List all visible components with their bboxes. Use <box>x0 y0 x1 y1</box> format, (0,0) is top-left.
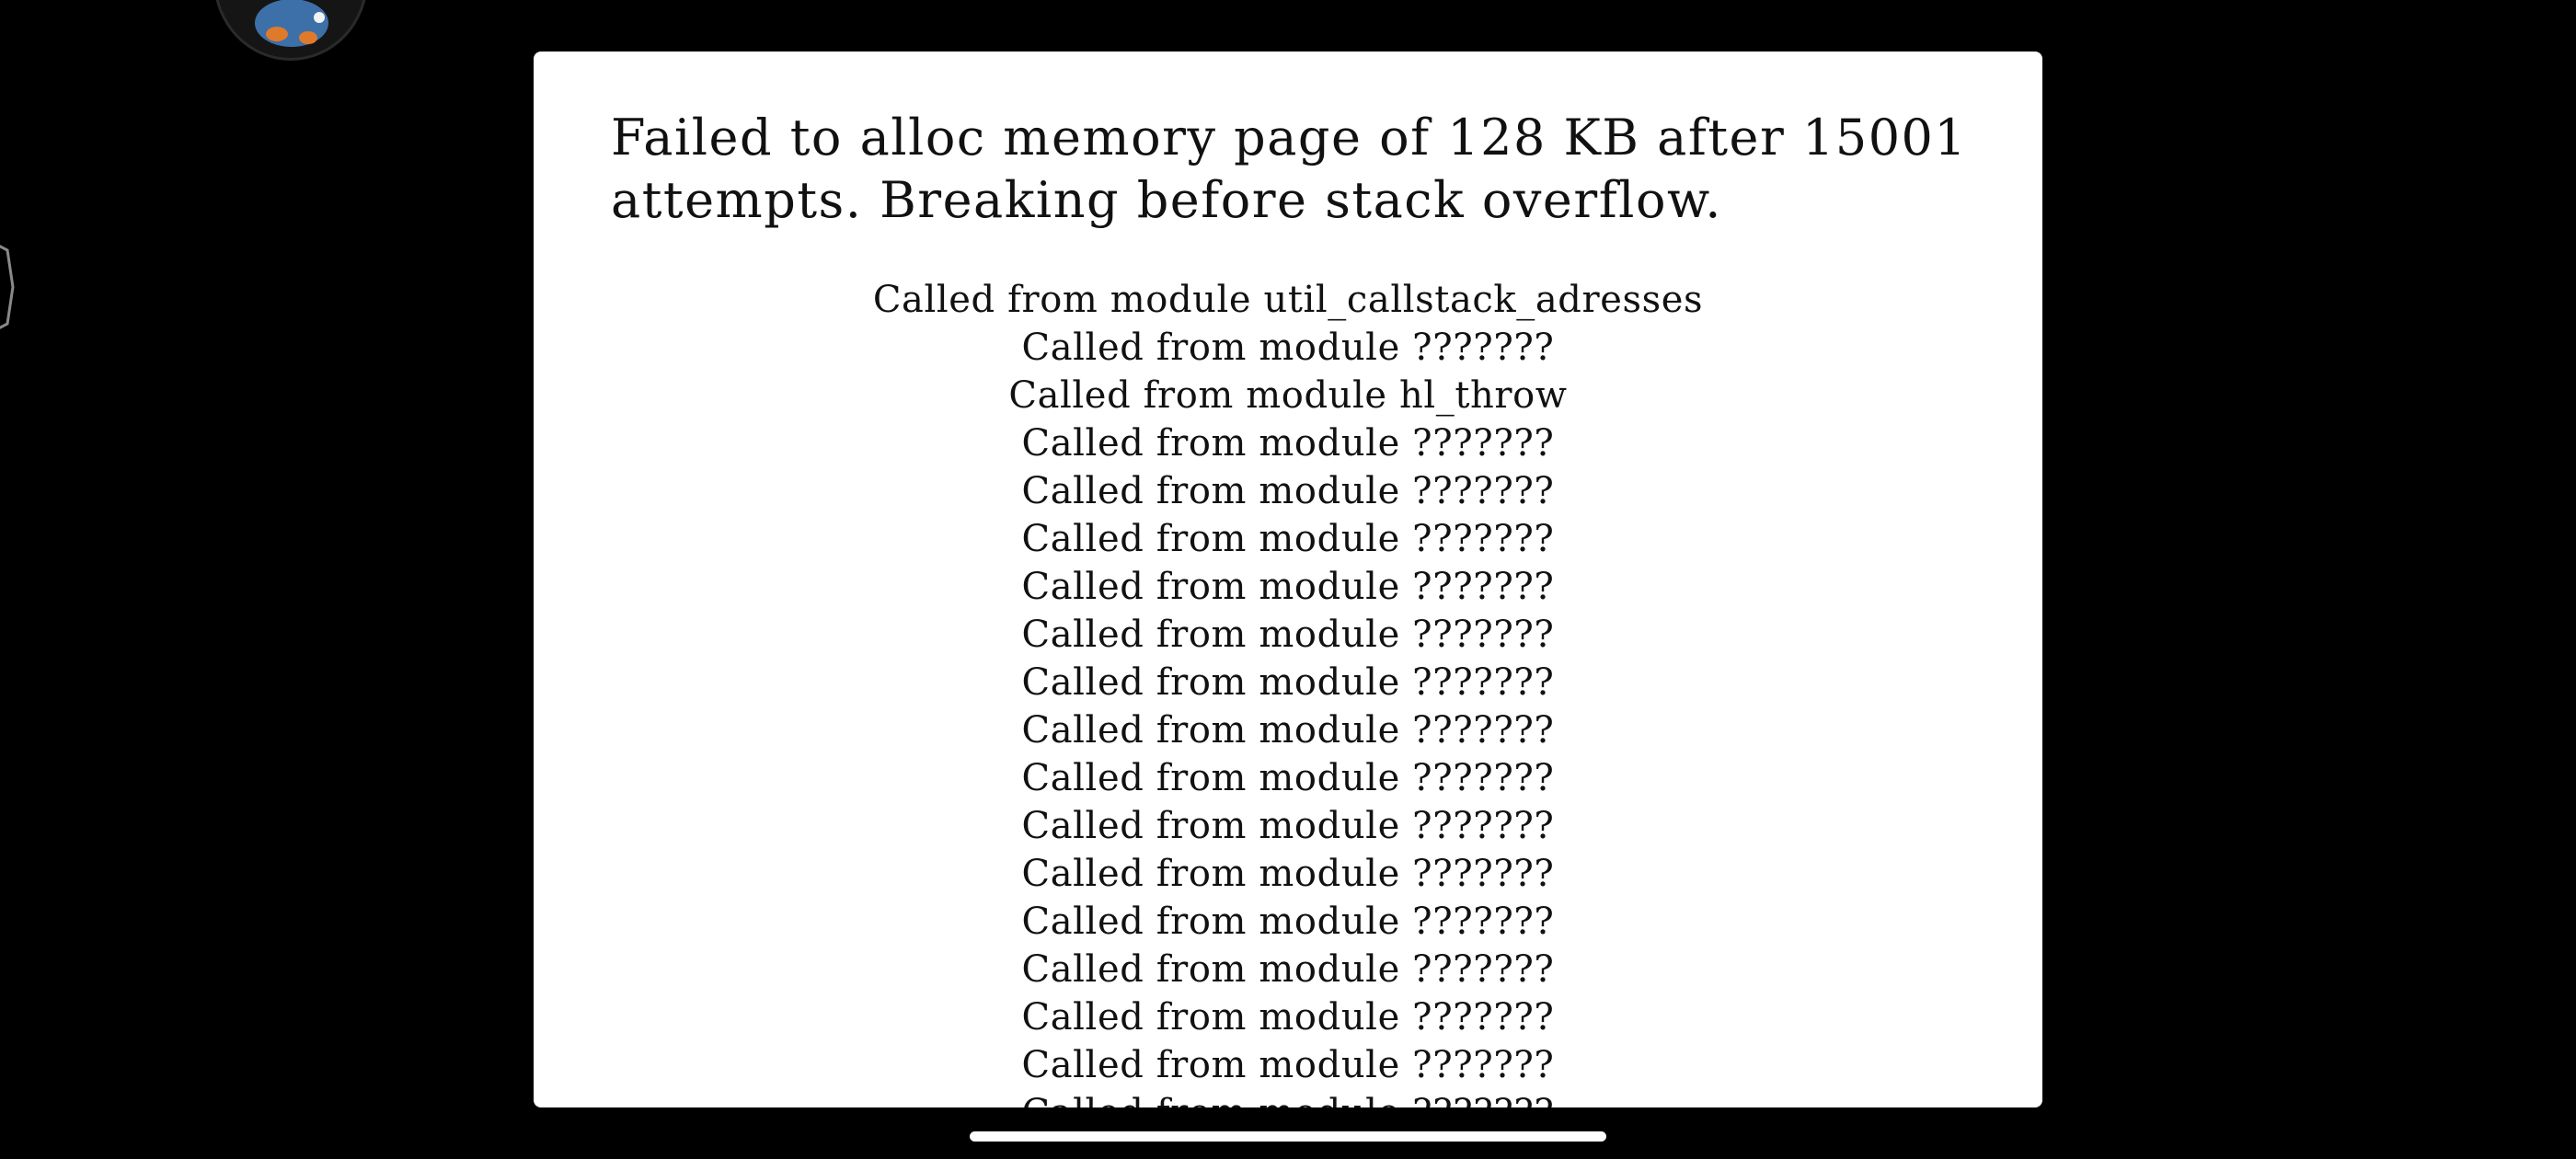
callstack-line: Called from module ??????? <box>1021 996 1555 1039</box>
callstack-line: Called from module util_callstack_adress… <box>872 279 1704 321</box>
callstack-line: Called from module ??????? <box>1021 757 1555 799</box>
error-dialog: Failed to alloc memory page of 128 KB af… <box>534 52 2042 1107</box>
callstack-line: Called from module ??????? <box>1021 422 1555 465</box>
callstack-line: Called from module ??????? <box>1021 518 1555 560</box>
hexagon-button-icon[interactable] <box>0 230 17 344</box>
callstack-line: Called from module ??????? <box>1021 805 1555 847</box>
callstack-line: Called from module ??????? <box>1021 853 1555 895</box>
callstack-line: Called from module ??????? <box>1021 470 1555 512</box>
callstack-line: Called from module ??????? <box>1021 327 1555 369</box>
bird-avatar-icon[interactable] <box>213 0 368 61</box>
callstack-line: Called from module ??????? <box>1021 661 1555 704</box>
bird-avatar-graphic <box>255 0 328 47</box>
callstack-line: Called from module ??????? <box>1021 948 1555 991</box>
callstack-line: Called from module ??????? <box>1021 1044 1555 1086</box>
callstack-line: Called from module ??????? <box>534 1089 2042 1107</box>
callstack-line: Called from module ??????? <box>1021 566 1555 608</box>
error-message: Failed to alloc memory page of 128 KB af… <box>611 109 1968 229</box>
callstack-line: Called from module ??????? <box>1021 901 1555 943</box>
callstack-line: Called from module hl_throw <box>1008 374 1568 417</box>
callstack-list: Called from module util_callstack_adress… <box>534 276 2042 1107</box>
callstack-line: Called from module ??????? <box>1021 709 1555 752</box>
home-indicator[interactable] <box>970 1131 1606 1142</box>
callstack-line: Called from module ??????? <box>1021 614 1555 656</box>
